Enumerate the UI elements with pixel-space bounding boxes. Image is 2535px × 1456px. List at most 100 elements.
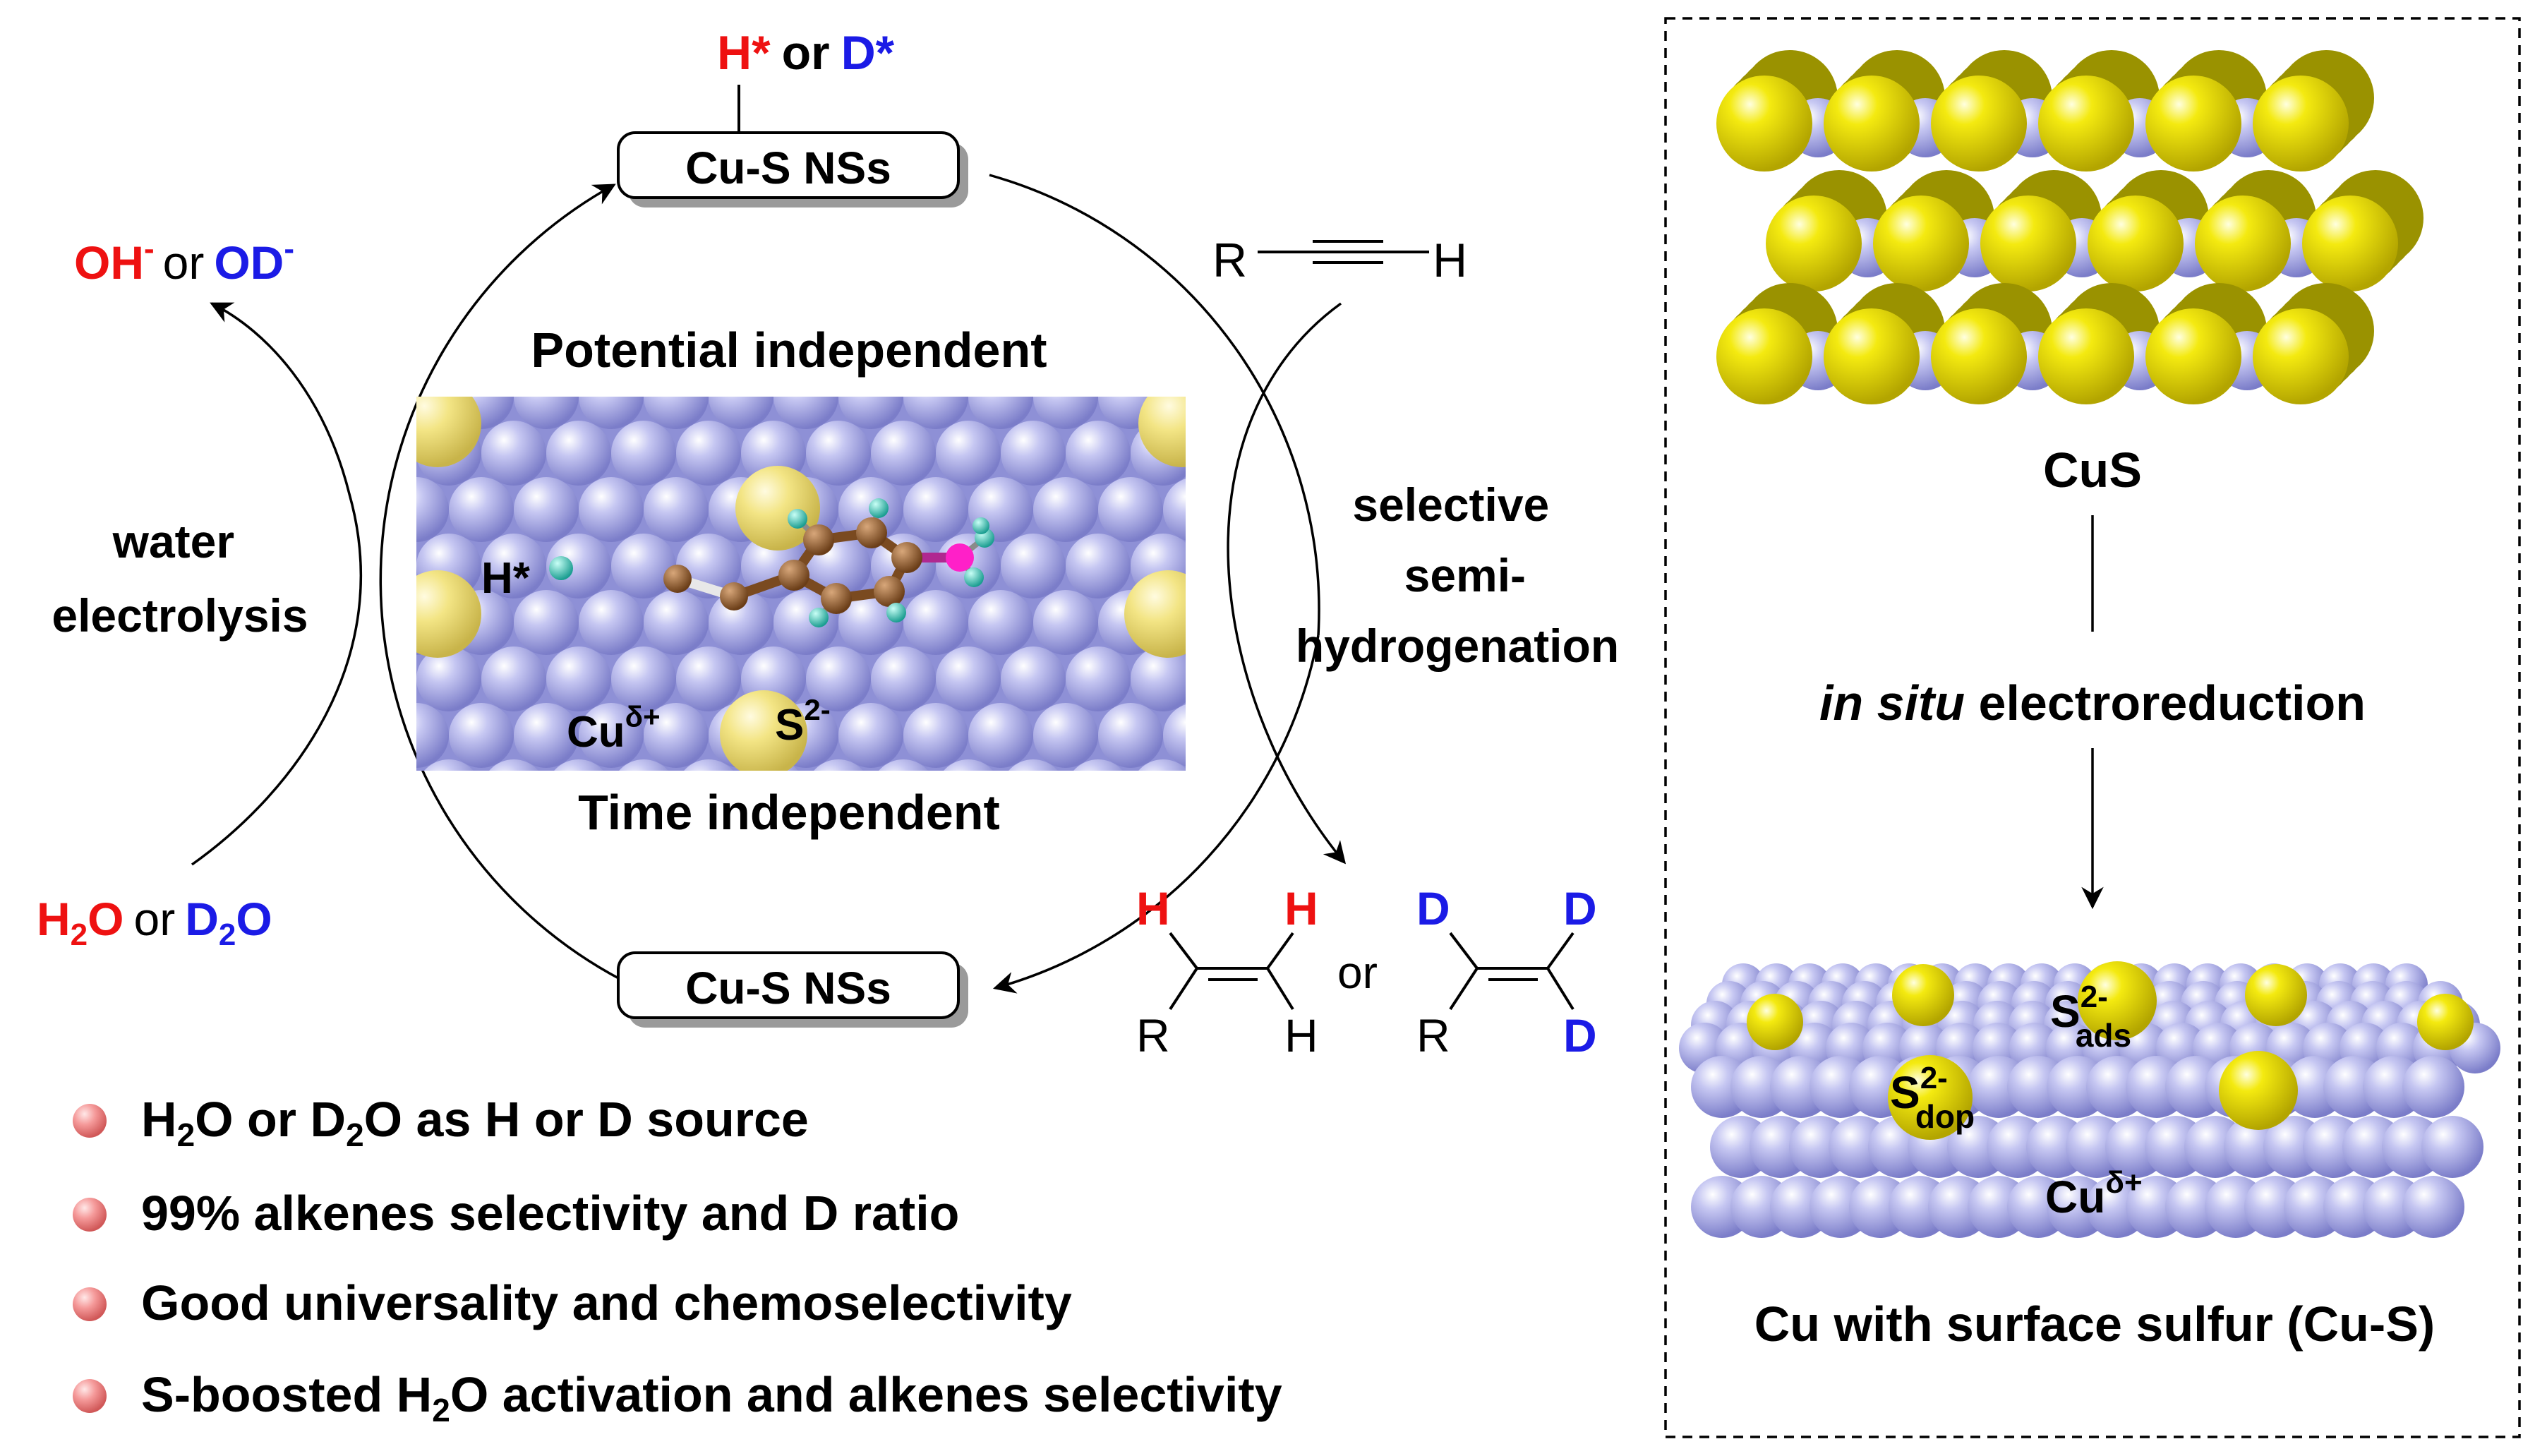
cu-atom	[351, 646, 416, 711]
electroreduction-label: in situ electroreduction	[1819, 675, 2366, 730]
cu-atom	[416, 477, 449, 542]
s-atom	[2088, 195, 2184, 291]
cu-atom	[619, 759, 668, 771]
cu-atom	[1196, 759, 1260, 824]
cu-atom	[1008, 759, 1058, 771]
surface-model-image: H* Cuδ+ S2-	[319, 364, 1260, 824]
cu-atom	[936, 646, 1001, 711]
s-atom	[720, 690, 807, 771]
cu-delta-label: Cuδ+	[2045, 1165, 2143, 1222]
svg-text:H: H	[1284, 1009, 1318, 1061]
right-process-label: selective semi- hydrogenation	[1296, 479, 1619, 672]
cu-atom	[579, 590, 644, 655]
svg-text:D: D	[1563, 882, 1597, 934]
cu-atom	[838, 703, 903, 768]
cu-atom	[1196, 646, 1260, 711]
alkene-product-h: H H R H	[1136, 882, 1318, 1061]
bullet-icon	[73, 1104, 107, 1138]
cu-atom	[644, 703, 709, 768]
cu-atom	[481, 421, 546, 486]
svg-text:R: R	[1416, 1009, 1450, 1061]
s-atom	[1138, 397, 1186, 467]
svg-text:D: D	[1563, 1009, 1597, 1061]
cu-atom	[579, 477, 644, 542]
cu-atom	[1073, 759, 1123, 771]
cu-atom	[319, 703, 384, 768]
cu-atom	[514, 590, 579, 655]
cu-atom	[1066, 421, 1131, 486]
cu-atom	[2402, 1176, 2464, 1238]
panel-border	[1664, 17, 2521, 1438]
cu-atom	[351, 759, 416, 824]
cu-atom	[1163, 479, 1186, 541]
catalyst-evolution-panel: CuS in situ electroreduction S2-ads S2-d…	[1664, 17, 2521, 1438]
cu-atom	[806, 421, 871, 486]
cu-atom	[579, 397, 644, 429]
cu-atom	[644, 477, 709, 542]
cycle-arc-right-bottom	[992, 634, 1320, 994]
s-atom	[2145, 76, 2241, 172]
s-atom	[2078, 961, 2157, 1040]
s-atom	[1747, 994, 1803, 1050]
feature-item: Good universality and chemoselectivity	[141, 1275, 1072, 1330]
svg-text:D: D	[1416, 882, 1450, 934]
cu-atom	[546, 534, 611, 598]
cu-atom	[644, 590, 709, 655]
cu-atom	[546, 421, 611, 486]
cu-atom	[1033, 397, 1098, 429]
cu-atom	[449, 703, 514, 768]
cu-atom	[773, 590, 838, 655]
s-atom	[416, 397, 481, 467]
cu-atom	[416, 646, 481, 711]
cu-atom	[684, 759, 733, 771]
cu-atom	[1163, 704, 1186, 766]
s-atom	[2253, 308, 2349, 404]
products-or: or	[1337, 947, 1378, 998]
catalyst-label-bottom: Cu-S NSs	[685, 963, 891, 1013]
cu-atom	[838, 397, 903, 429]
cu-atom	[903, 477, 968, 542]
cu-atom	[319, 477, 384, 542]
s-atom	[735, 466, 820, 550]
s-atom	[1124, 570, 1186, 658]
electrolysis-arrow	[191, 302, 362, 866]
hydrogenation-arrow	[1227, 302, 1347, 865]
s-atom	[1824, 76, 1920, 172]
cu-atom	[936, 421, 1001, 486]
cu-atom	[814, 759, 863, 771]
cu-atom	[319, 364, 384, 429]
s-atom	[2253, 76, 2349, 172]
cu-atom	[1131, 646, 1186, 711]
cu-atom	[554, 759, 603, 771]
cu-atom	[481, 646, 546, 711]
cu-atom	[944, 759, 993, 771]
cu-atom	[416, 703, 449, 768]
svg-text:H: H	[1136, 882, 1170, 934]
feature-item: 99% alkenes selectivity and D ratio	[141, 1186, 959, 1241]
alkyne-reactant: R H	[1212, 234, 1467, 287]
cu-atom	[514, 703, 579, 768]
cus-crystal-model	[1716, 50, 2423, 404]
cu-atom	[546, 646, 611, 711]
catalyst-label-top: Cu-S NSs	[685, 143, 891, 193]
s-atom	[1716, 308, 1812, 404]
alkyne-r: R	[1212, 234, 1247, 287]
svg-text:R: R	[1136, 1009, 1170, 1061]
s-dop-label: S2-dop	[1890, 1061, 1975, 1135]
bullet-icon	[73, 1379, 107, 1413]
s-atom	[1892, 964, 1954, 1026]
bullet-icon	[73, 1198, 107, 1232]
cu-atom	[424, 759, 474, 771]
cu-atom	[611, 534, 676, 598]
cu-atom	[676, 421, 741, 486]
inner-caption-top: Potential independent	[531, 323, 1047, 378]
cu-s-caption: Cu with surface sulfur (Cu-S)	[1754, 1296, 2435, 1352]
surface-s-label: S2-	[775, 693, 831, 750]
cu-atom	[514, 477, 579, 542]
cu-atom	[903, 703, 968, 768]
surface-h-label: H*	[481, 554, 531, 603]
